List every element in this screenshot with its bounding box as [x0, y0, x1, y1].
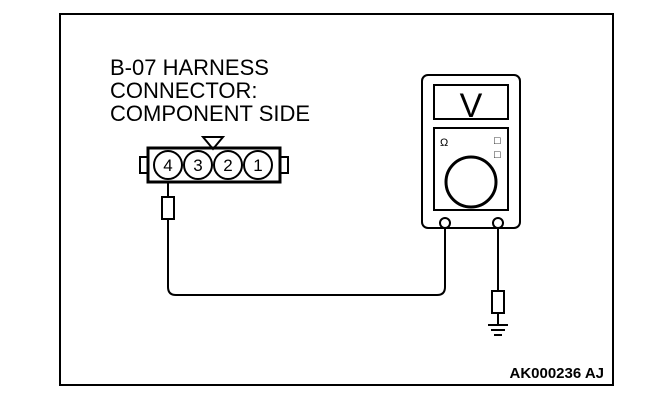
- probe-tip-pin-4: [161, 196, 175, 220]
- pin-4-circle: [153, 150, 183, 180]
- meter-terminal-left[interactable]: [439, 217, 451, 229]
- dial-mark-square-1: □: [494, 135, 501, 147]
- pin-1-label-text: 1: [253, 156, 262, 175]
- multimeter-display: [433, 84, 509, 120]
- multimeter: V Ω □ □: [421, 74, 521, 229]
- ground-lead: [488, 228, 508, 336]
- ground-probe: [491, 290, 505, 314]
- connector-lock-triangle-icon: [200, 136, 226, 151]
- test-lead-wire: [167, 219, 446, 296]
- pin-4-label: 4: [163, 156, 172, 175]
- dial-mark-square-2: □: [494, 149, 501, 161]
- connector-label-line-2: CONNECTOR:: [110, 78, 258, 103]
- multimeter-body: [421, 74, 521, 229]
- connector-label-line-3: COMPONENT SIDE: [110, 101, 310, 126]
- b07-connector: 4 3 2 3 1: [139, 146, 289, 184]
- multimeter-dial-knob[interactable]: [444, 155, 498, 209]
- connector-side-tab-left: [139, 156, 149, 174]
- pin-3-label: 3: [193, 156, 202, 175]
- dial-mark-ohm: Ω: [440, 137, 448, 149]
- probe-pin-4: [161, 182, 175, 220]
- display-voltage-symbol: V: [460, 87, 483, 125]
- reference-code: AK000236 AJ: [509, 365, 604, 382]
- multimeter-dial-panel: [433, 127, 509, 211]
- pin-2-label: 2: [223, 156, 232, 175]
- ground-symbol-icon: [488, 324, 508, 336]
- pin-1-circle: [243, 150, 273, 180]
- meter-terminal-right[interactable]: [492, 217, 504, 229]
- diagram-frame: [59, 13, 614, 386]
- pin-2-circle: [213, 150, 243, 180]
- pin-3-circle: [183, 150, 213, 180]
- connector-side-tab-right: [279, 156, 289, 174]
- connector-label-line-1: B-07 HARNESS: [110, 55, 269, 80]
